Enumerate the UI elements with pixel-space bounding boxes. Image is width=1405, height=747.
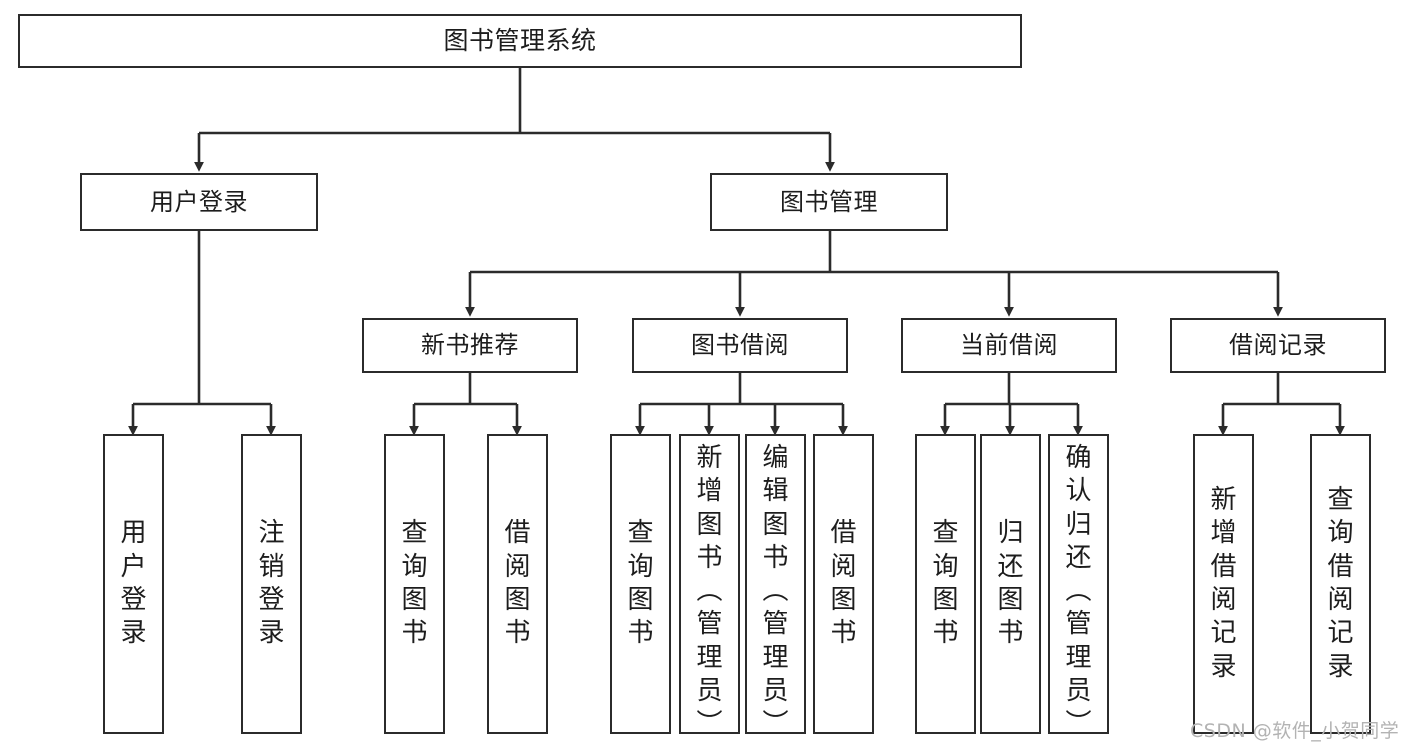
leaf-query-book-current[interactable]: 查 询 图 书 xyxy=(915,434,976,734)
node-label: 编 辑 图 书 ︵ 管 理 员 ︶ xyxy=(762,443,789,740)
node-label: 确 认 归 还 ︵ 管 理 员 ︶ xyxy=(1065,443,1092,740)
node-label: 用户登录 xyxy=(150,187,248,216)
node-label: 图书管理 xyxy=(780,187,878,216)
node-book-borrow[interactable]: 图书借阅 xyxy=(632,318,848,373)
leaf-query-book-borrow[interactable]: 查 询 图 书 xyxy=(610,434,671,734)
node-borrow-record[interactable]: 借阅记录 xyxy=(1170,318,1386,373)
node-new-book-recommend[interactable]: 新书推荐 xyxy=(362,318,578,373)
node-label: 新 增 借 阅 记 录 xyxy=(1210,485,1237,682)
leaf-add-book[interactable]: 新 增 图 书 ︵ 管 理 员 ︶ xyxy=(679,434,740,739)
node-label: 查 询 图 书 xyxy=(401,518,428,649)
leaf-query-borrow-record[interactable]: 查 询 借 阅 记 录 xyxy=(1310,434,1371,734)
node-book-management[interactable]: 图书管理 xyxy=(710,173,948,231)
node-label: 查 询 借 阅 记 录 xyxy=(1327,485,1354,682)
node-label: 新书推荐 xyxy=(421,331,519,360)
node-label: 当前借阅 xyxy=(960,331,1058,360)
leaf-confirm-return[interactable]: 确 认 归 还 ︵ 管 理 员 ︶ xyxy=(1048,434,1109,739)
node-label: 借 阅 图 书 xyxy=(504,518,531,649)
node-label: 查 询 图 书 xyxy=(932,518,959,649)
leaf-query-book-recommend[interactable]: 查 询 图 书 xyxy=(384,434,445,734)
watermark-text: CSDN @软件_小贺同学 xyxy=(1190,720,1400,742)
leaf-return-book[interactable]: 归 还 图 书 xyxy=(980,434,1041,734)
leaf-user-login[interactable]: 用 户 登 录 xyxy=(103,434,164,734)
node-label: 归 还 图 书 xyxy=(997,518,1024,649)
node-label: 查 询 图 书 xyxy=(627,518,654,649)
node-user-login[interactable]: 用户登录 xyxy=(80,173,318,231)
node-current-borrow[interactable]: 当前借阅 xyxy=(901,318,1117,373)
leaf-logout[interactable]: 注 销 登 录 xyxy=(241,434,302,734)
leaf-borrow-book-borrow[interactable]: 借 阅 图 书 xyxy=(813,434,874,734)
node-label: 图书借阅 xyxy=(691,331,789,360)
node-label: 借 阅 图 书 xyxy=(830,518,857,649)
node-label: 新 增 图 书 ︵ 管 理 员 ︶ xyxy=(696,443,723,740)
node-label: 用 户 登 录 xyxy=(120,518,147,649)
node-label: 借阅记录 xyxy=(1229,331,1327,360)
node-root-system[interactable]: 图书管理系统 xyxy=(18,14,1022,68)
leaf-borrow-book-recommend[interactable]: 借 阅 图 书 xyxy=(487,434,548,734)
node-label: 注 销 登 录 xyxy=(258,518,285,649)
leaf-add-borrow-record[interactable]: 新 增 借 阅 记 录 xyxy=(1193,434,1254,734)
node-label: 图书管理系统 xyxy=(443,26,597,56)
leaf-edit-book[interactable]: 编 辑 图 书 ︵ 管 理 员 ︶ xyxy=(745,434,806,739)
